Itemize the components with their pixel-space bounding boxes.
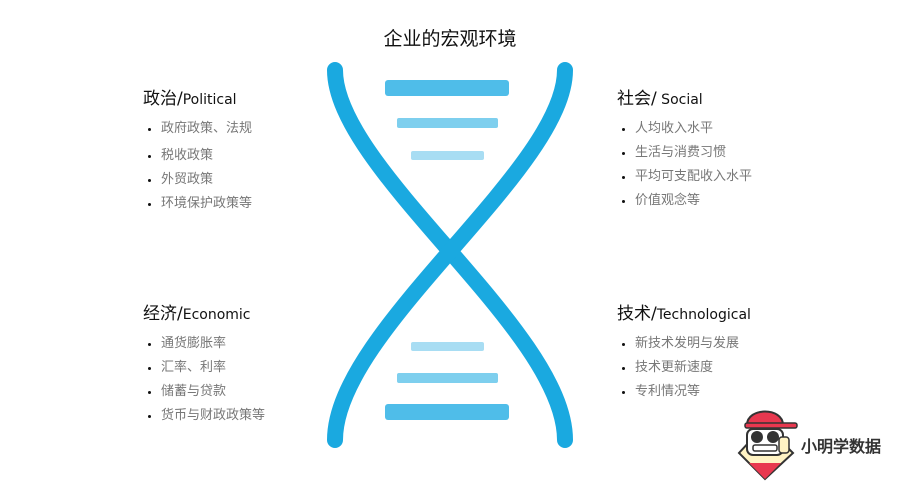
technological-list: 新技术发明与发展 技术更新速度 专利情况等 [617, 332, 857, 404]
helix-strand-right [327, 62, 573, 448]
political-list: 政府政策、法规 税收政策 外贸政策 环境保护政策等 [143, 117, 383, 216]
technological-block: 技术/Technological 新技术发明与发展 技术更新速度 专利情况等 [617, 299, 857, 404]
economic-heading: 经济/Economic [143, 304, 251, 324]
list-item: 技术更新速度 [635, 356, 857, 380]
cartoon-avatar-icon [737, 410, 798, 481]
list-item: 人均收入水平 [635, 117, 857, 141]
list-item: 政府政策、法规 [161, 117, 383, 141]
list-item: 价值观念等 [635, 189, 857, 213]
rung-top-1 [385, 80, 509, 96]
rung-top-3 [411, 151, 484, 160]
economic-list: 通货膨胀率 汇率、利率 储蓄与贷款 货币与财政政策等 [143, 332, 383, 428]
social-block: 社会/ Social 人均收入水平 生活与消费习惯 平均可支配收入水平 价值观念… [617, 84, 857, 213]
social-heading: 社会/ Social [617, 89, 703, 109]
political-heading: 政治/Political [143, 89, 237, 109]
technological-heading: 技术/Technological [617, 304, 751, 324]
list-item: 新技术发明与发展 [635, 332, 857, 356]
list-item: 专利情况等 [635, 380, 857, 404]
political-block: 政治/Political 政府政策、法规 税收政策 外贸政策 环境保护政策等 [143, 84, 383, 216]
economic-block: 经济/Economic 通货膨胀率 汇率、利率 储蓄与贷款 货币与财政政策等 [143, 299, 383, 428]
rung-bottom-1 [385, 404, 509, 420]
brand-name: 小明学数据 [801, 437, 882, 456]
rung-bottom-2 [397, 373, 498, 383]
list-item: 生活与消费习惯 [635, 141, 857, 165]
list-item: 货币与财政政策等 [161, 404, 383, 428]
social-list: 人均收入水平 生活与消费习惯 平均可支配收入水平 价值观念等 [617, 117, 857, 213]
list-item: 环境保护政策等 [161, 192, 383, 216]
list-item: 汇率、利率 [161, 356, 383, 380]
list-item: 税收政策 [161, 144, 383, 168]
diagram-title: 企业的宏观环境 [383, 28, 517, 50]
list-item: 外贸政策 [161, 168, 383, 192]
rung-bottom-3 [411, 342, 484, 351]
list-item: 储蓄与贷款 [161, 380, 383, 404]
list-item: 通货膨胀率 [161, 332, 383, 356]
brand-logo: 小明学数据 [735, 403, 895, 483]
list-item: 平均可支配收入水平 [635, 165, 857, 189]
rung-top-2 [397, 118, 498, 128]
